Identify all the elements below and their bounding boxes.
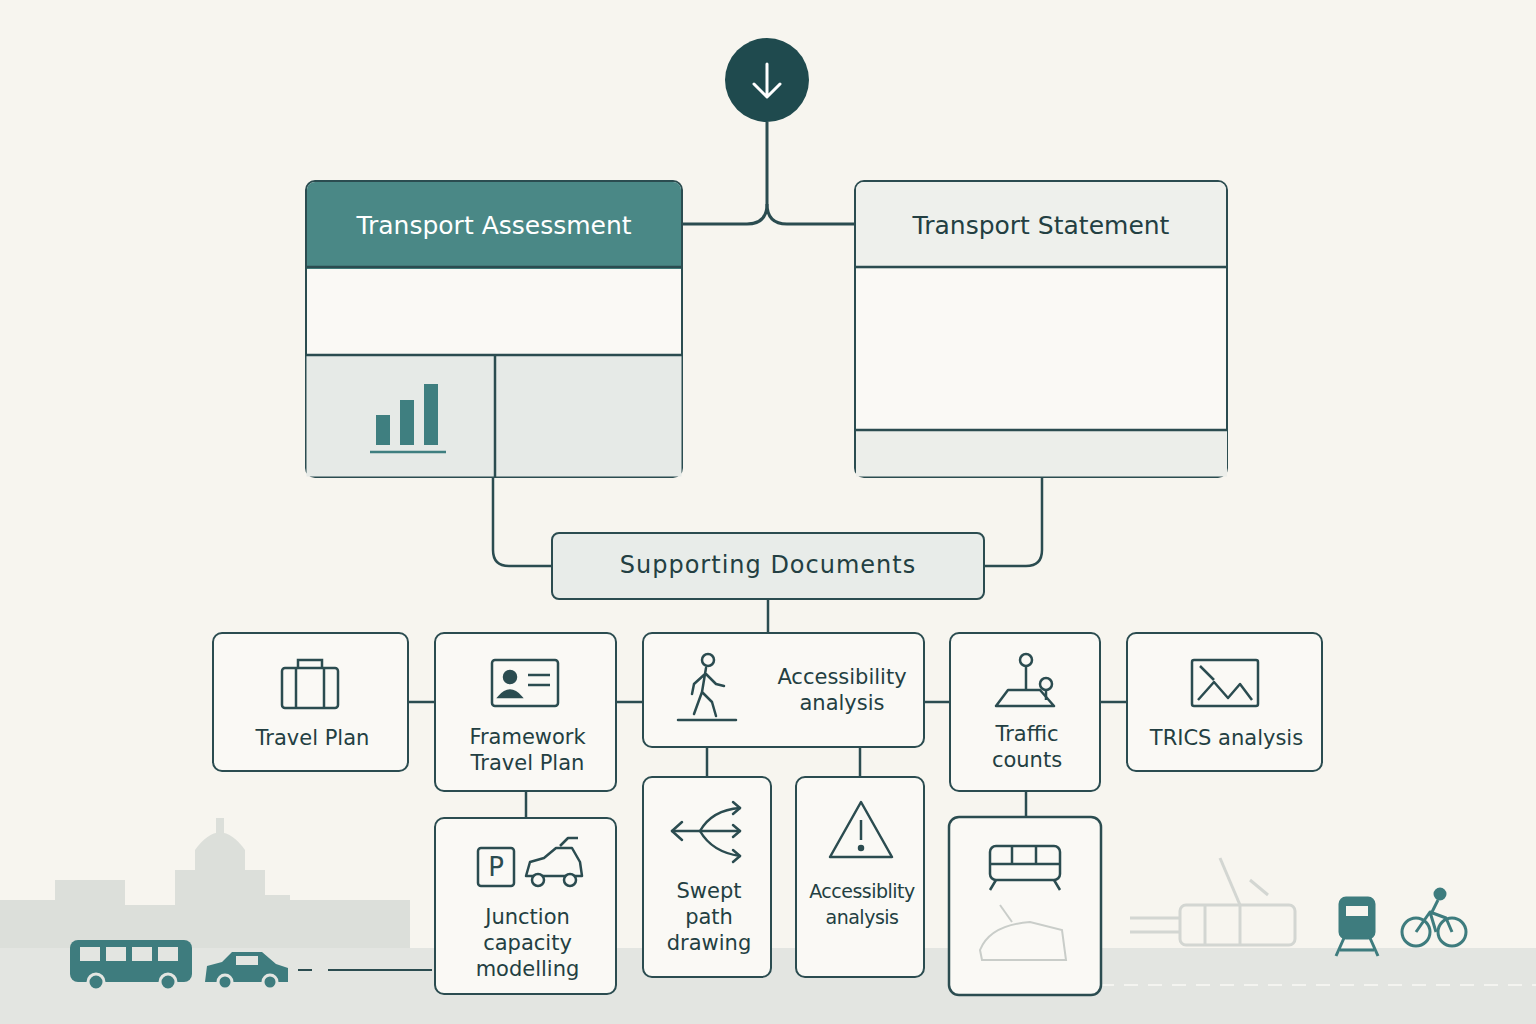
- trics-chart-icon: [1192, 660, 1258, 706]
- id-card-icon: [492, 660, 558, 706]
- road-line: [298, 969, 432, 971]
- document-box: Swept path drawing: [642, 776, 772, 978]
- node-label: Swept path drawing: [652, 878, 766, 956]
- document-box: Accessiblity analysis: [795, 776, 925, 978]
- start-circle: [683, 38, 854, 224]
- connector-line: [859, 748, 862, 776]
- node-label: Traffic counts: [967, 721, 1087, 773]
- node-label: Supporting Documents: [553, 534, 983, 598]
- assessment-cells: [305, 267, 683, 478]
- connector-layer: [409, 478, 1126, 817]
- road-marking: [1100, 984, 1536, 986]
- warning-icon: [830, 802, 892, 857]
- parking-car-icon: [478, 838, 582, 886]
- node-label: TRICS analysis: [1128, 725, 1323, 751]
- bus-icon: [70, 940, 192, 990]
- car-icon: [205, 952, 288, 989]
- supporting-documents-box: Supporting Documents: [551, 532, 985, 600]
- node-label: Transport Assessment: [307, 182, 681, 269]
- route-pin-icon: [996, 654, 1054, 706]
- connector-line: [493, 478, 551, 566]
- statement-box: Transport Statement: [854, 180, 1228, 478]
- train-box: [949, 817, 1101, 995]
- node-label: Travel Plan: [214, 725, 409, 751]
- document-box: TRICS analysis: [1126, 632, 1323, 772]
- node-label: Junction capacity modelling: [456, 904, 599, 982]
- connector-line: [925, 701, 949, 704]
- connector-line: [985, 478, 1042, 566]
- train-icon: [1336, 898, 1378, 956]
- node-label: Accessiblity analysis: [799, 878, 925, 930]
- connector-line: [706, 748, 709, 776]
- statement-cells: [854, 267, 1228, 477]
- document-box: Junction capacity modelling: [434, 817, 617, 995]
- connector-line: [617, 701, 642, 704]
- document-box: Accessibility analysis: [642, 632, 925, 748]
- swept-path-icon: [672, 802, 740, 862]
- connector-line: [409, 701, 434, 704]
- connector-line: [525, 792, 528, 817]
- document-box: Traffic counts: [949, 632, 1101, 792]
- bicycle-icon: [1402, 889, 1466, 946]
- node-label: Accessibility analysis: [762, 664, 922, 716]
- node-label: Transport Statement: [856, 182, 1226, 269]
- node-label: Framework Travel Plan: [446, 724, 609, 776]
- train-box-wire: [1025, 792, 1028, 817]
- connector-line: [767, 600, 770, 632]
- connector-line: [1101, 701, 1126, 704]
- walking-person-icon: [678, 654, 736, 720]
- document-box: Framework Travel Plan: [434, 632, 617, 792]
- document-box: Travel Plan: [212, 632, 409, 772]
- faded-tram: [1130, 858, 1295, 945]
- suitcase-icon: [282, 660, 338, 708]
- assessment-box: Transport Assessment: [305, 180, 683, 478]
